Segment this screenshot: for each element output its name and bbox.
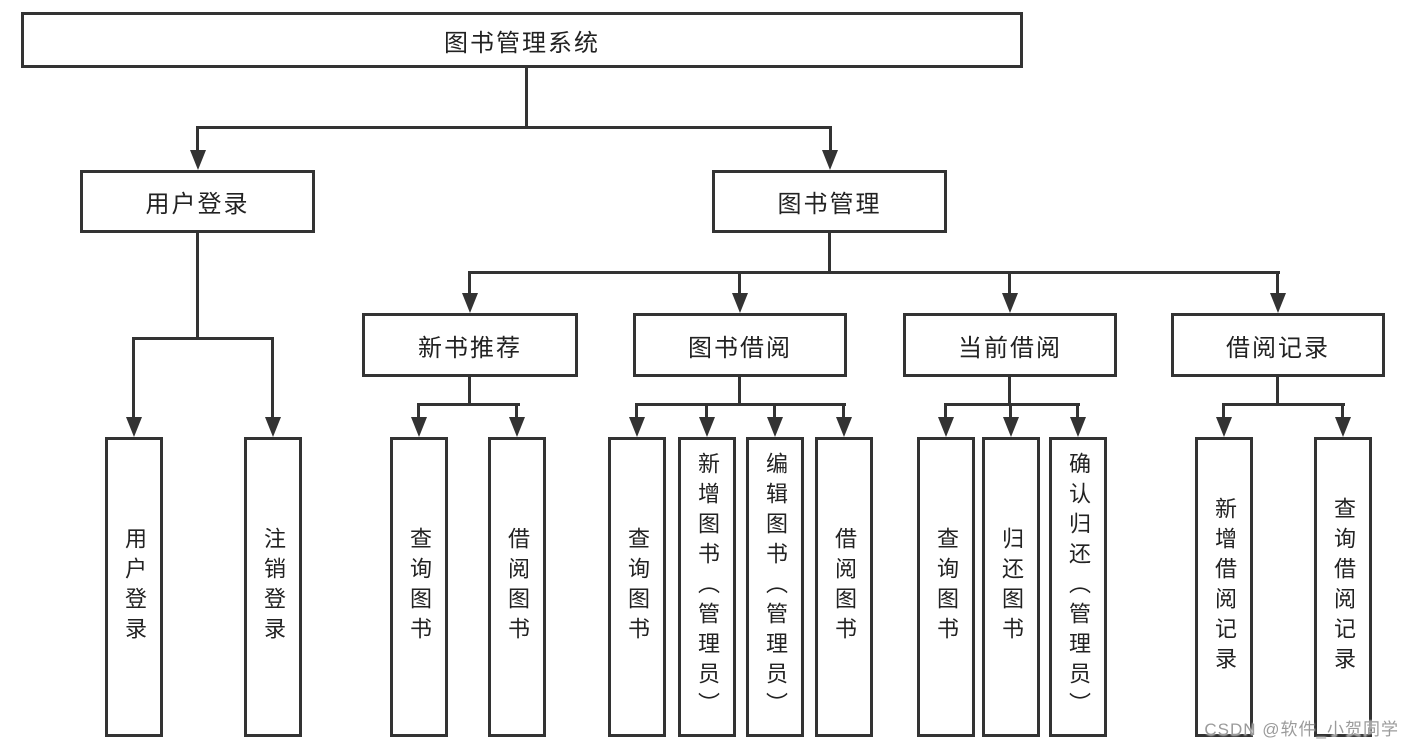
- connector-drop-level3: [1008, 271, 1011, 295]
- arrowhead-down-icon: [126, 417, 142, 437]
- connector-drop-user-login: [196, 126, 199, 152]
- node-book-borrowing: 图书借阅: [633, 313, 847, 377]
- node-new-book-recommendation: 新书推荐: [362, 313, 578, 377]
- arrowhead-down-icon: [732, 293, 748, 313]
- arrowhead-down-icon: [462, 293, 478, 313]
- arrowhead-down-icon: [509, 417, 525, 437]
- arrowhead-down-icon: [822, 150, 838, 170]
- connector-root-stem: [525, 68, 528, 126]
- connector-drop-book-management: [829, 126, 832, 152]
- leaf-query-books-recommend: 查询图书: [390, 437, 448, 737]
- connector-drop-level3: [738, 271, 741, 295]
- arrowhead-down-icon: [411, 417, 427, 437]
- connector-records-split: [1222, 403, 1345, 406]
- leaf-confirm-return-admin: 确认归还（管理员）: [1049, 437, 1107, 737]
- arrowhead-down-icon: [1270, 293, 1286, 313]
- connector-drop-leaf: [1341, 403, 1344, 419]
- leaf-add-book-admin: 新增图书（管理员）: [678, 437, 736, 737]
- arrowhead-down-icon: [699, 417, 715, 437]
- connector-userlogin-stem: [196, 233, 199, 337]
- arrowhead-down-icon: [629, 417, 645, 437]
- node-book-management: 图书管理: [712, 170, 947, 233]
- arrowhead-down-icon: [1003, 417, 1019, 437]
- leaf-add-borrow-record: 新增借阅记录: [1195, 437, 1253, 737]
- leaf-user-login: 用户登录: [105, 437, 163, 737]
- connector-management-split: [468, 271, 1280, 274]
- arrowhead-down-icon: [767, 417, 783, 437]
- arrowhead-down-icon: [1002, 293, 1018, 313]
- connector-management-stem: [828, 233, 831, 273]
- arrowhead-down-icon: [1216, 417, 1232, 437]
- leaf-query-books-borrowing: 查询图书: [608, 437, 666, 737]
- arrowhead-down-icon: [938, 417, 954, 437]
- leaf-edit-book-admin: 编辑图书（管理员）: [746, 437, 804, 737]
- connector-drop-leaf: [417, 403, 420, 419]
- connector-drop-leaf: [635, 403, 638, 419]
- connector-current-stem: [1008, 377, 1011, 405]
- arrowhead-down-icon: [836, 417, 852, 437]
- connector-drop-leaf: [705, 403, 708, 419]
- connector-drop-leaf: [132, 337, 135, 419]
- connector-drop-leaf: [271, 337, 274, 419]
- node-borrowing-records: 借阅记录: [1171, 313, 1385, 377]
- connector-root-split: [196, 126, 832, 129]
- node-user-login: 用户登录: [80, 170, 315, 233]
- connector-records-stem: [1276, 377, 1279, 405]
- leaf-borrow-books-borrowing: 借阅图书: [815, 437, 873, 737]
- connector-drop-level3: [468, 271, 471, 295]
- connector-drop-leaf: [944, 403, 947, 419]
- leaf-query-books-current: 查询图书: [917, 437, 975, 737]
- node-current-borrowing: 当前借阅: [903, 313, 1117, 377]
- node-root-system: 图书管理系统: [21, 12, 1023, 68]
- connector-recommend-split: [417, 403, 520, 406]
- connector-drop-leaf: [773, 403, 776, 419]
- connector-drop-leaf: [842, 403, 845, 419]
- connector-drop-level3: [1276, 271, 1279, 295]
- connector-borrowing-stem: [738, 377, 741, 405]
- arrowhead-down-icon: [265, 417, 281, 437]
- connector-drop-leaf: [515, 403, 518, 419]
- arrowhead-down-icon: [190, 150, 206, 170]
- arrowhead-down-icon: [1335, 417, 1351, 437]
- leaf-logout: 注销登录: [244, 437, 302, 737]
- connector-recommend-stem: [468, 377, 471, 405]
- connector-current-split: [944, 403, 1080, 406]
- connector-drop-leaf: [1009, 403, 1012, 419]
- leaf-query-borrow-record: 查询借阅记录: [1314, 437, 1372, 737]
- leaf-borrow-books-recommend: 借阅图书: [488, 437, 546, 737]
- leaf-return-books: 归还图书: [982, 437, 1040, 737]
- csdn-watermark: CSDN @软件_小贺同学: [1204, 720, 1399, 739]
- connector-drop-leaf: [1076, 403, 1079, 419]
- connector-userlogin-split: [132, 337, 274, 340]
- connector-borrowing-split: [635, 403, 846, 406]
- arrowhead-down-icon: [1070, 417, 1086, 437]
- connector-drop-leaf: [1222, 403, 1225, 419]
